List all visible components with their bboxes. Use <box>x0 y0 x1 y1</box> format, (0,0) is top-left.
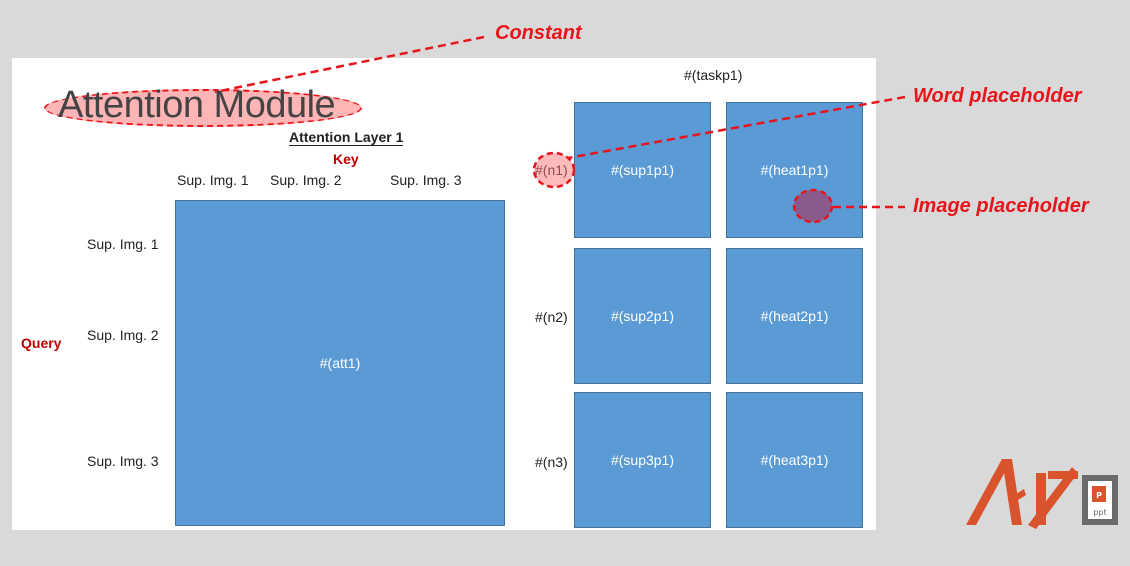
logo-mark <box>966 459 1078 529</box>
image-placeholder-annotation: Image placeholder <box>913 195 1089 217</box>
constant-leader-line <box>214 35 485 94</box>
svg-text:P: P <box>1096 491 1102 500</box>
slide-title: Attention Module <box>58 84 336 126</box>
layer-title: Attention Layer 1 <box>289 129 404 146</box>
word-leader-line <box>567 95 906 160</box>
row-n-label: #(n2) <box>535 309 568 325</box>
key-column-label: Sup. Img. 1 <box>177 172 249 188</box>
support-box-label: #(sup2p1) <box>610 308 675 324</box>
key-column-label: Sup. Img. 2 <box>270 172 342 188</box>
row-n-label: #(n3) <box>535 454 568 470</box>
support-image-box: #(sup1p1) <box>574 102 711 238</box>
support-image-box: #(sup3p1) <box>574 392 711 528</box>
query-row-label: Sup. Img. 3 <box>87 453 159 469</box>
word-placeholder-annotation: Word placeholder <box>913 85 1082 107</box>
support-image-box: #(sup2p1) <box>574 248 711 384</box>
heatmap-image-box: #(heat3p1) <box>726 392 863 528</box>
heatmap-image-box: #(heat2p1) <box>726 248 863 384</box>
query-row-label: Sup. Img. 2 <box>87 327 159 343</box>
support-box-label: #(sup3p1) <box>610 452 675 468</box>
heatmap-box-label: #(heat2p1) <box>760 308 829 324</box>
word-placeholder-ellipse <box>532 151 576 189</box>
query-row-label: Sup. Img. 1 <box>87 236 159 252</box>
support-box-label: #(sup1p1) <box>610 162 675 178</box>
key-column-label: Sup. Img. 3 <box>390 172 462 188</box>
heatmap-box-label: #(heat1p1) <box>760 162 829 178</box>
attention-box-label: #(att1) <box>319 355 361 371</box>
image-placeholder-ellipse <box>792 188 834 224</box>
task-label: #(taskp1) <box>684 67 743 83</box>
attention-image-box: #(att1) <box>175 200 505 526</box>
brand-logo: P ppt <box>966 459 1118 529</box>
key-label: Key <box>333 151 359 167</box>
heatmap-box-label: #(heat3p1) <box>760 452 829 468</box>
logo-badge-text: ppt <box>1093 508 1106 517</box>
constant-annotation: Constant <box>495 22 582 44</box>
constant-highlight-ellipse <box>44 89 362 127</box>
query-label: Query <box>21 335 62 351</box>
